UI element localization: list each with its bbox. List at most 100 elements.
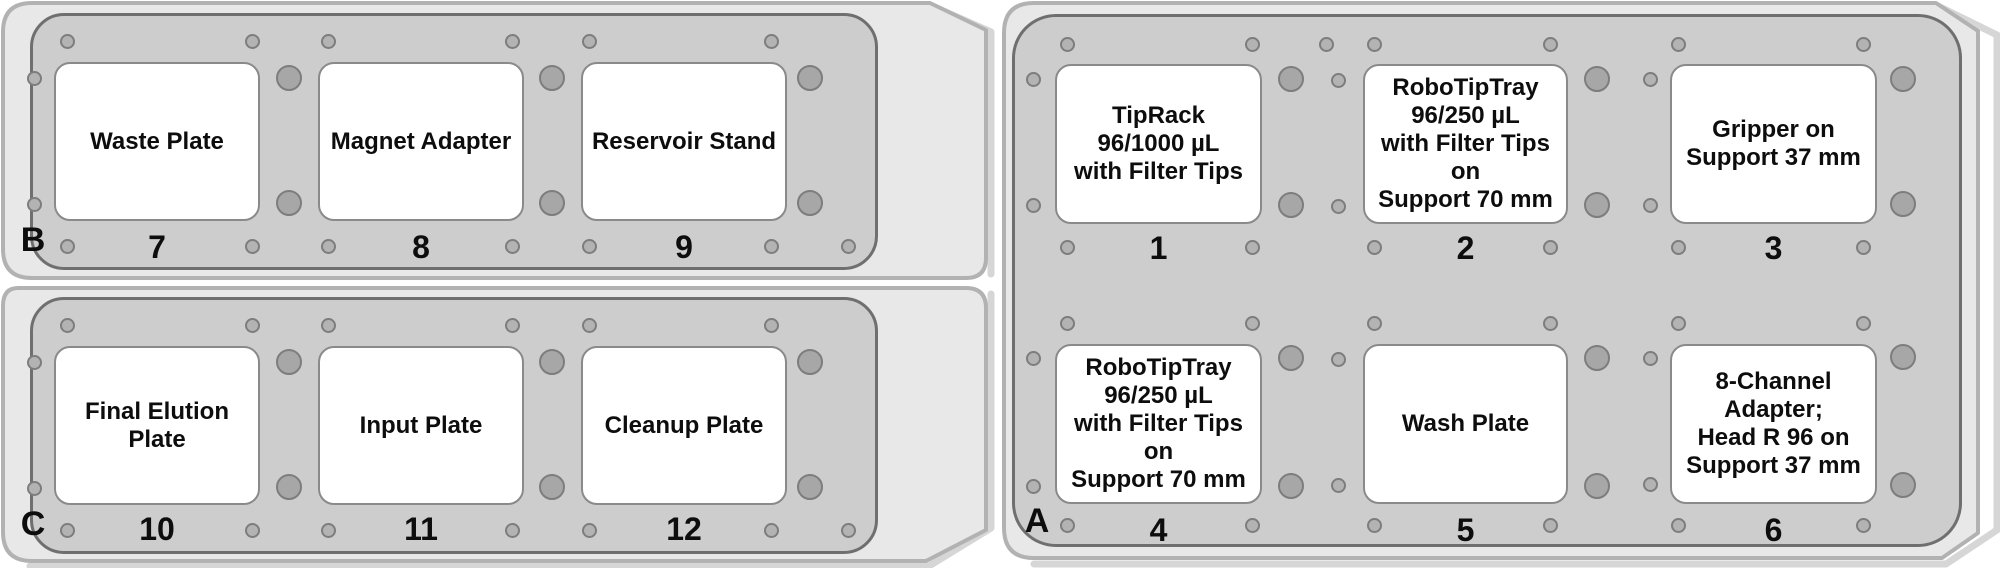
mount-hole-small [244,317,260,333]
mount-hole-large [1584,345,1610,371]
deck-slot-number: 10 [139,511,175,547]
mount-hole-large [1890,66,1916,92]
plate-label-line: Support 37 mm [1686,144,1861,171]
mount-hole-large [276,65,302,91]
mount-hole-large [276,190,302,216]
mount-hole-small [1059,239,1075,255]
plate-label: Magnet Adapter [331,128,511,156]
deck-slot-number: 7 [148,229,166,265]
mount-hole-small [504,317,520,333]
mount-hole-small [763,238,779,254]
mount-hole-small [1670,315,1686,331]
mount-hole-small [504,33,520,49]
mount-hole-small [1244,36,1260,52]
plate-label-line: Input Plate [359,411,483,439]
mount-hole-small [1366,315,1382,331]
deck-slot-number: 8 [412,229,430,265]
mount-hole-small [244,522,260,538]
deck-slot-number: 11 [404,511,438,547]
plate-label: Reservoir Stand [592,128,776,156]
mount-hole-small [1642,476,1658,492]
mount-hole-small [1855,315,1871,331]
plate-label: Waste Plate [90,128,224,156]
mount-hole-small [26,354,42,370]
mount-hole-large [539,190,565,216]
plate-label-line: TipRack [1112,102,1205,129]
plate-label-line: with Filter Tips [1074,158,1243,185]
deck-row-letter: A [1024,502,1050,540]
mount-hole-small [1244,315,1260,331]
mount-hole-small [1330,198,1346,214]
mount-hole-small [26,480,42,496]
mount-hole-small [1542,315,1558,331]
mount-hole-small [581,317,597,333]
plate-label-line: with Filter Tips [1074,410,1243,437]
mount-hole-small [1330,351,1346,367]
plate-label-line: Waste Plate [90,127,224,155]
deck-slot-plate: Reservoir Stand [581,62,787,221]
mount-hole-small [581,238,597,254]
mount-hole-small [763,33,779,49]
mount-hole-small [1059,36,1075,52]
mount-hole-large [276,474,302,500]
mount-hole-small [504,522,520,538]
mount-hole-small [1025,478,1041,494]
mount-hole-small [763,522,779,538]
deck-slot-plate: Waste Plate [54,62,260,221]
deck-slot-plate: Input Plate [318,346,524,505]
mount-hole-small [26,70,42,86]
plate-label-line: Adapter; [1724,396,1823,423]
mount-hole-small [59,33,75,49]
mount-hole-large [1890,472,1916,498]
deck-slot-number: 3 [1764,230,1783,266]
deck-slot-number: 2 [1456,230,1475,266]
mount-hole-small [1855,36,1871,52]
mount-hole-large [1890,344,1916,370]
mount-hole-small [1059,315,1075,331]
plate-label-line: 96/250 µL [1104,382,1213,409]
mount-hole-small [1366,36,1382,52]
mount-hole-small [1855,239,1871,255]
mount-hole-small [1366,517,1382,533]
mount-hole-small [1366,239,1382,255]
mount-hole-small [244,33,260,49]
plate-label-line: Support 37 mm [1686,452,1861,479]
mount-hole-small [1059,517,1075,533]
mount-hole-small [1025,71,1041,87]
deck-slot-number: 12 [666,511,702,547]
mount-hole-large [797,474,823,500]
plate-label-line: with Filter Tips [1381,130,1550,157]
deck-slot-plate: Magnet Adapter [318,62,524,221]
mount-hole-large [276,349,302,375]
mount-hole-small [1244,239,1260,255]
plate-label: Input Plate [360,412,483,440]
plate-label: Cleanup Plate [605,412,764,440]
mount-hole-small [320,33,336,49]
plate-label-line: Cleanup Plate [604,411,764,439]
plate-label-line: Magnet Adapter [330,127,512,155]
deck-slot-number: 4 [1149,512,1168,548]
plate-label-line: Reservoir Stand [591,127,777,155]
mount-hole-small [1670,239,1686,255]
mount-hole-large [539,474,565,500]
deck-slot-number: 6 [1764,512,1783,548]
plate-label-line: RoboTipTray [1392,74,1539,101]
plate-label-line: Wash Plate [1401,410,1530,437]
mount-hole-small [1642,71,1658,87]
mount-hole-small [1855,517,1871,533]
tray-a-shadow [1030,2,2000,568]
mount-hole-large [1584,473,1610,499]
mount-hole-small [1025,197,1041,213]
mount-hole-small [59,522,75,538]
deck-slot-plate: Wash Plate [1363,344,1568,504]
